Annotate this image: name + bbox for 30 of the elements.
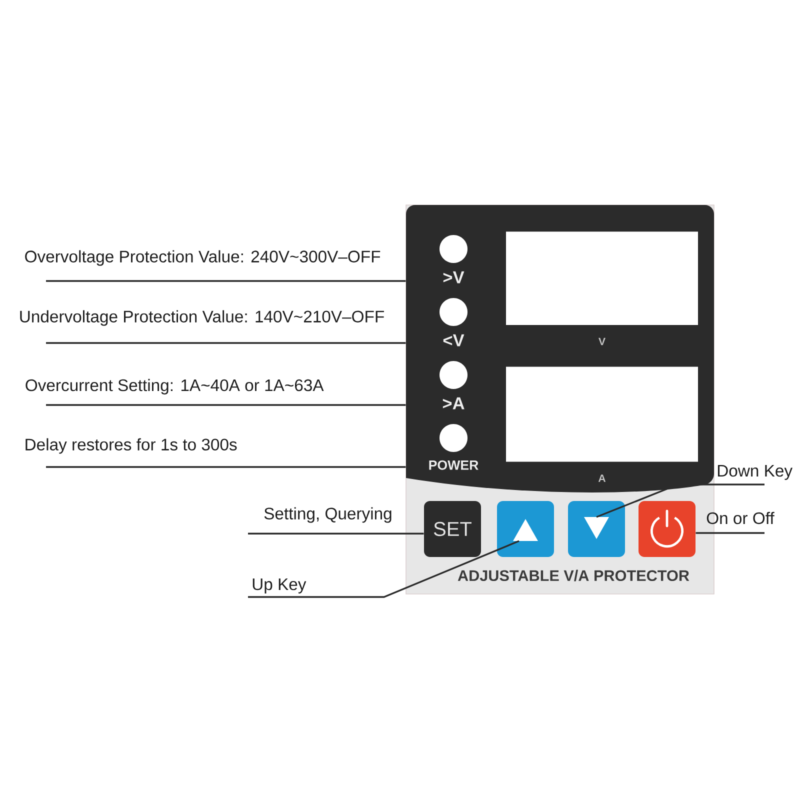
node-label: A (598, 474, 606, 482)
callout-text: Delay restores for 1s to 300s (26, 438, 237, 454)
power-button (638, 501, 696, 557)
set-button: SET (424, 501, 481, 557)
leader-line (46, 466, 406, 468)
node-label: <V (443, 334, 464, 346)
callout-text: Undervoltage Protection Value: 140V~210V–OFF (20, 310, 384, 326)
leader-line (596, 484, 764, 518)
leader-line (248, 532, 424, 534)
leader-line (696, 532, 764, 534)
callout-text: Down Key (718, 465, 792, 480)
indicator-light: >V (440, 235, 468, 284)
leader-line (46, 342, 406, 344)
callout-text: Overcurrent Setting: 1A~40A or 1A~63A (26, 378, 324, 394)
node-label: >V (443, 271, 464, 284)
callout-text: On or Off (706, 512, 774, 524)
node-label: POWER (429, 460, 478, 470)
node-label: V (598, 338, 606, 346)
callout-text: Up Key (252, 578, 306, 594)
callout-text: Setting, Querying (264, 507, 392, 523)
callout-text: Overvoltage Protection Value: 240V~300V–OFF (25, 250, 380, 266)
indicator-light: >A (440, 361, 468, 410)
display-screen: A (506, 366, 698, 482)
indicator-light: POWER (429, 424, 478, 470)
leader-line (248, 540, 520, 598)
leader-line (46, 404, 406, 406)
display-screen: V (506, 232, 698, 346)
leader-line (46, 280, 406, 282)
indicator-light: <V (440, 298, 468, 346)
node-label: >A (442, 397, 464, 410)
